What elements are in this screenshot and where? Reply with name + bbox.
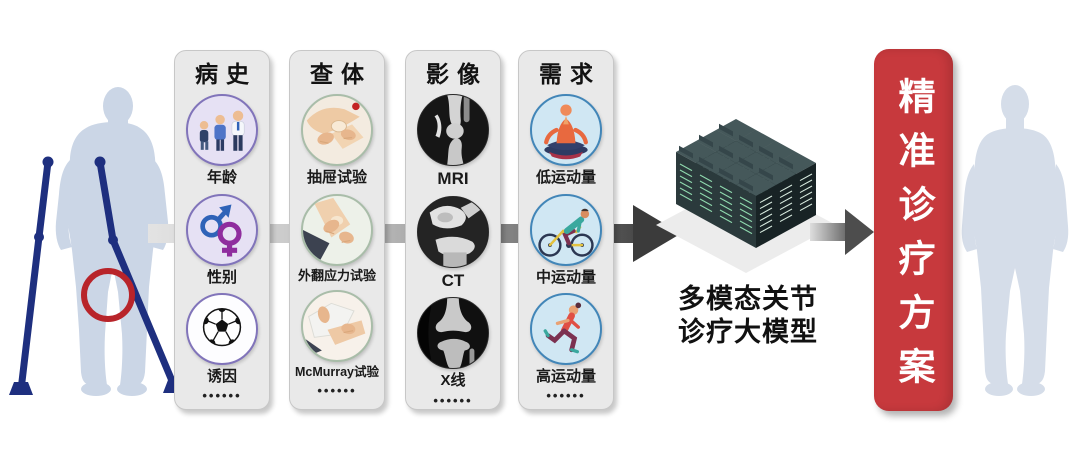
item-label: 抽屉试验 — [306, 169, 367, 187]
more-dots: •••••• — [546, 388, 586, 404]
output-banner-label: 精准诊疗方案 — [893, 76, 934, 401]
mri-scan-icon — [417, 94, 489, 167]
item-label: MRI — [437, 169, 469, 189]
item-label: 性别 — [206, 268, 237, 286]
list-item: 高运动量 — [530, 292, 602, 385]
item-label: 低运动量 — [535, 169, 596, 187]
panel-activity-demand-title: 需求 — [539, 61, 601, 87]
panel-history-title: 病史 — [195, 61, 257, 87]
output-banner: 精准诊疗方案 — [874, 49, 953, 411]
item-label: CT — [441, 270, 465, 290]
model-label-line2: 诊疗大模型 — [678, 316, 818, 347]
xray-scan-icon — [417, 297, 489, 370]
panel-imaging: 影像 MRI — [405, 50, 501, 410]
model-label: 多模态关节 诊疗大模型 — [648, 283, 848, 349]
drawer-test-icon — [301, 94, 373, 167]
more-dots: •••••• — [202, 388, 242, 404]
item-label: 年龄 — [206, 169, 237, 187]
cycling-icon — [530, 193, 602, 266]
panel-activity-demand: 需求 低运动量 — [518, 50, 614, 410]
recovered-person-illustration — [961, 85, 1069, 396]
list-item: McMurray试验 — [295, 290, 379, 379]
panel-physical-exam: 查体 抽屉试验 — [289, 50, 385, 410]
running-icon — [530, 292, 602, 365]
list-item: 诱因 — [186, 292, 258, 385]
more-dots: •••••• — [433, 392, 473, 408]
output-arrow — [810, 209, 874, 255]
soccer-ball-icon — [186, 292, 258, 365]
knee-highlight-circle-icon — [81, 268, 135, 322]
list-item: 中运动量 — [530, 193, 602, 286]
more-dots: •••••• — [317, 382, 357, 398]
item-label: 外翻应力试验 — [297, 267, 376, 283]
panel-imaging-title: 影像 — [426, 61, 488, 87]
item-label: McMurray试验 — [294, 365, 380, 380]
server-cluster-illustration — [656, 118, 836, 273]
gender-symbols-icon — [186, 193, 258, 266]
valgus-stress-test-icon — [300, 193, 373, 266]
item-label: 高运动量 — [535, 367, 596, 385]
model-label-line1: 多模态关节 — [678, 284, 818, 314]
panel-history: 病史 年龄 — [174, 50, 270, 410]
age-group-icon — [186, 94, 258, 167]
list-item: 低运动量 — [530, 94, 602, 186]
list-item: MRI — [417, 94, 489, 189]
mcmurray-test-icon — [300, 290, 373, 363]
list-item: 年龄 — [186, 94, 258, 186]
panel-physical-exam-title: 查体 — [310, 61, 372, 87]
list-item: 抽屉试验 — [301, 94, 373, 186]
list-item: 外翻应力试验 — [297, 193, 376, 284]
list-item: CT — [417, 195, 489, 291]
item-label: 诱因 — [206, 367, 237, 385]
item-label: 中运动量 — [535, 268, 596, 286]
item-label: X线 — [440, 372, 466, 390]
yoga-meditation-icon — [530, 94, 602, 167]
list-item: 性别 — [186, 193, 258, 286]
ct-scan-icon — [417, 195, 489, 268]
list-item: X线 — [417, 297, 489, 389]
